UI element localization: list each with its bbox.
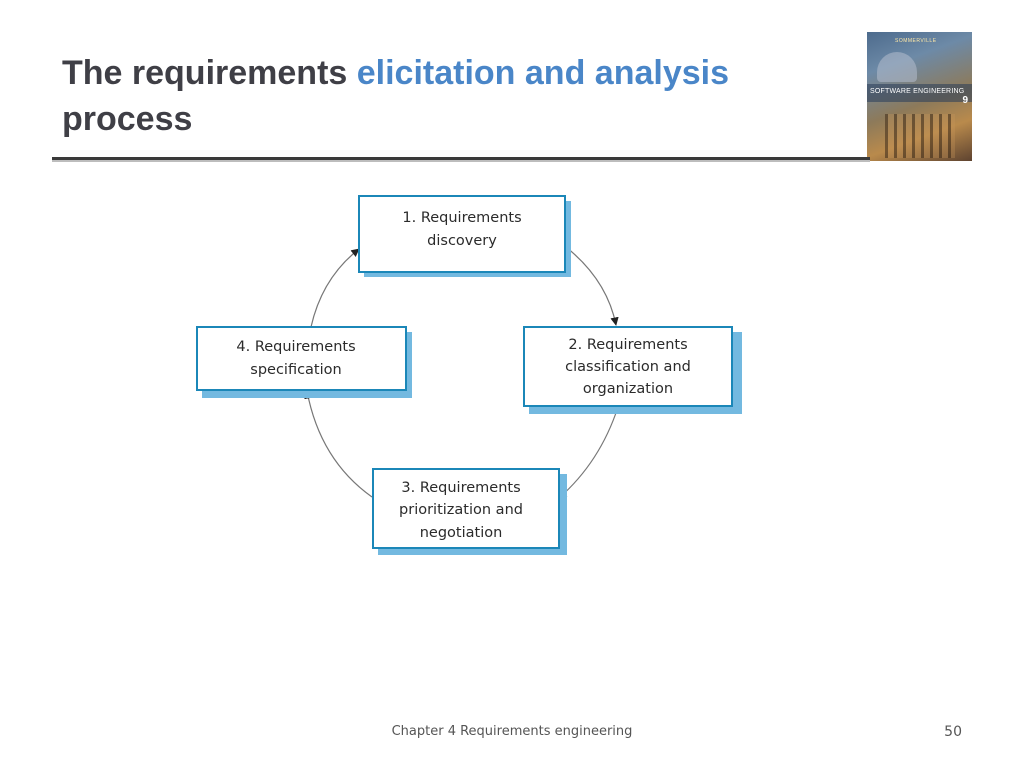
page-number: 50	[944, 724, 962, 740]
stage-1-line-1: 1. Requirements	[402, 210, 521, 226]
stage-box-discovery: 1. Requirements discovery	[358, 195, 571, 277]
stage-3-line-1: 3. Requirements	[401, 480, 520, 496]
stage-box-specification: 4. Requirements specification	[196, 326, 412, 398]
slide-title: The requirements elicitation and analysi…	[62, 50, 862, 142]
title-highlight: elicitation and analysis	[356, 54, 729, 92]
arrow-prioritization-to-specification	[304, 390, 373, 498]
stage-2-line-2: classification and	[565, 359, 691, 375]
stage-2-line-3: organization	[583, 381, 673, 397]
title-part1: The requirements	[62, 54, 357, 92]
arrow-discovery-to-classification	[565, 246, 619, 326]
stage-2-line-1: 2. Requirements	[568, 337, 687, 353]
stage-box-classification: 2. Requirements classification and organ…	[523, 326, 742, 414]
arrow-classification-to-prioritization	[558, 406, 619, 499]
cover-structure-shape	[885, 114, 955, 158]
stage-4-line-2: specification	[250, 362, 341, 378]
cover-title-band	[867, 84, 972, 102]
title-part2: process	[62, 100, 193, 138]
book-cover-image: SOMMERVILLE SOFTWARE ENGINEERING 9	[867, 32, 972, 161]
cover-edition: 9	[962, 95, 968, 106]
stage-4-line-1: 4. Requirements	[236, 339, 355, 355]
title-divider	[52, 157, 870, 160]
stage-1-line-2: discovery	[427, 233, 497, 249]
cover-title: SOFTWARE ENGINEERING	[870, 88, 965, 95]
stage-3-line-2: prioritization and	[399, 502, 523, 518]
arrow-specification-to-discovery	[310, 248, 360, 328]
stage-box-prioritization: 3. Requirements prioritization and negot…	[372, 468, 567, 555]
footer-chapter-label: Chapter 4 Requirements engineering	[391, 724, 633, 739]
cover-building-shape	[877, 52, 917, 82]
title-divider-shadow	[52, 160, 870, 162]
cover-author: SOMMERVILLE	[895, 38, 937, 44]
stage-3-line-3: negotiation	[420, 525, 503, 541]
